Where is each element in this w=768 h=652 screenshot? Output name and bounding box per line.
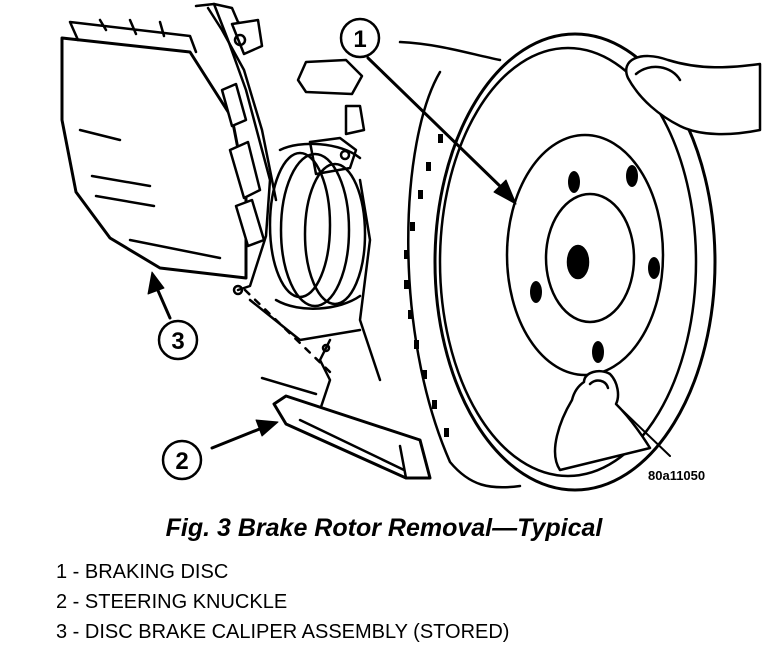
steering-knuckle-wedge (272, 394, 432, 480)
brake-rotor-illustration: 1 2 3 80a11050 (60, 2, 762, 492)
vent-slots (404, 134, 449, 437)
caliper-body (60, 36, 248, 280)
legend-item-caliper-assembly: 3 - DISC BRAKE CALIPER ASSEMBLY (STORED) (56, 621, 510, 643)
reference-leader-line (621, 409, 671, 457)
hub-boot-drawing (243, 58, 382, 412)
legend-item-steering-knuckle: 2 - STEERING KNUCKLE (56, 591, 288, 613)
callout-3-number: 3 (171, 328, 184, 355)
braking-disc-drawing (404, 32, 717, 492)
caliper-ridges (78, 128, 222, 260)
legend-item-braking-disc: 1 - BRAKING DISC (56, 561, 229, 583)
reference-code: 80a11050 (648, 468, 705, 483)
caliper-bracket-arms (194, 2, 272, 292)
callout-2-number: 2 (175, 448, 188, 475)
hand-top-right (398, 40, 762, 136)
lug-holes (530, 165, 660, 363)
callout-2: 2 (161, 419, 279, 481)
caliper-assembly-drawing (60, 2, 278, 296)
caliper-top-bracket (68, 18, 198, 54)
disc-hat (505, 133, 665, 377)
figure-caption: Fig. 3 Brake Rotor Removal—Typical (165, 514, 603, 542)
hand-bottom (553, 370, 652, 472)
callout-1-number: 1 (353, 26, 366, 53)
callout-3: 3 (147, 271, 199, 361)
callout-1: 1 (339, 17, 517, 205)
